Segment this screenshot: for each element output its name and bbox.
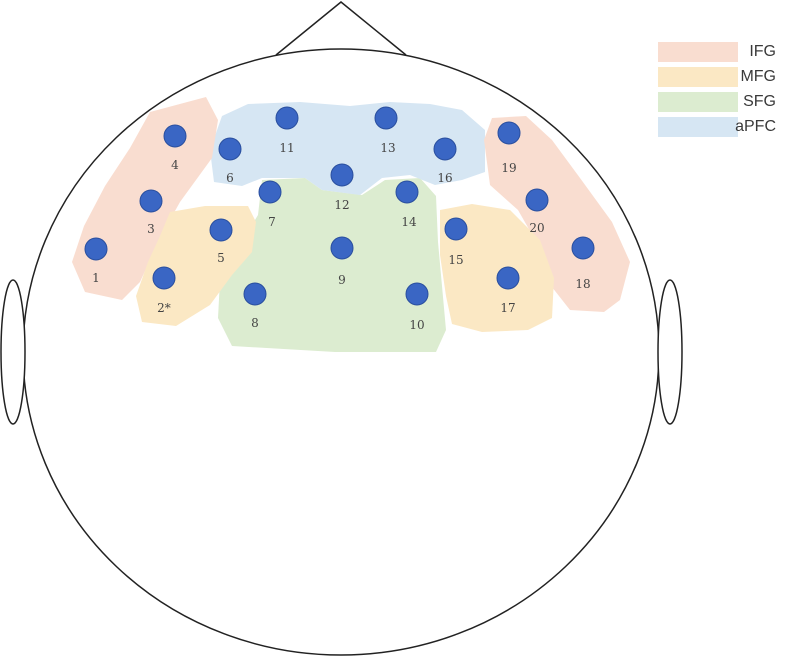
channel-16-label: 16 xyxy=(437,171,452,185)
channel-19-label: 19 xyxy=(501,161,516,175)
channel-3-label: 3 xyxy=(147,222,155,236)
channel-2-dot xyxy=(152,266,176,290)
channel-17-dot xyxy=(496,266,520,290)
channel-13-dot xyxy=(374,106,398,130)
channel-1-dot xyxy=(84,237,108,261)
channel-3-dot xyxy=(139,189,163,213)
legend-swatch-apfc xyxy=(658,117,738,137)
channel-13-label: 13 xyxy=(380,141,395,155)
legend-swatch-ifg xyxy=(658,42,738,62)
sfg-region xyxy=(218,178,446,352)
channel-10-label: 10 xyxy=(409,318,424,332)
channel-11-label: 11 xyxy=(279,141,294,155)
channel-4-dot xyxy=(163,124,187,148)
legend-label-apfc: aPFC xyxy=(735,118,776,135)
channel-14-dot xyxy=(395,180,419,204)
legend-label-mfg: MFG xyxy=(740,68,776,85)
left-ear xyxy=(0,279,26,425)
channel-7-dot xyxy=(258,180,282,204)
channel-11-dot xyxy=(275,106,299,130)
channel-1-label: 1 xyxy=(92,271,100,285)
channel-6-label: 6 xyxy=(226,171,234,185)
channel-12-label: 12 xyxy=(334,198,349,212)
channel-10-dot xyxy=(405,282,429,306)
channel-20-dot xyxy=(525,188,549,212)
channel-18-label: 18 xyxy=(575,277,590,291)
legend-label-ifg: IFG xyxy=(749,43,776,60)
legend-swatch-sfg xyxy=(658,92,738,112)
channel-18-dot xyxy=(571,236,595,260)
channel-16-dot xyxy=(433,137,457,161)
channel-17-label: 17 xyxy=(500,301,515,315)
channel-7-label: 7 xyxy=(268,215,276,229)
nose-outline xyxy=(275,1,407,56)
mfg-right-region xyxy=(440,204,554,332)
ifg-right-region xyxy=(484,116,630,312)
channel-20-label: 20 xyxy=(529,221,544,235)
channel-9-dot xyxy=(330,236,354,260)
channel-5-dot xyxy=(209,218,233,242)
legend-label-sfg: SFG xyxy=(743,93,776,110)
channel-8-dot xyxy=(243,282,267,306)
channel-layer: 1 2* 3 4 5 6 7 8 9 10 11 12 13 14 15 16 17 18 19 20 xyxy=(84,106,595,332)
channel-12-dot xyxy=(330,163,354,187)
channel-2-label: 2* xyxy=(157,301,171,315)
channel-14-label: 14 xyxy=(401,215,417,229)
channel-6-dot xyxy=(218,137,242,161)
legend-swatch-mfg xyxy=(658,67,738,87)
channel-5-label: 5 xyxy=(217,251,225,265)
channel-9-label: 9 xyxy=(338,273,346,287)
channel-4-label: 4 xyxy=(171,158,179,172)
channel-15-dot xyxy=(444,217,468,241)
channel-8-label: 8 xyxy=(251,316,259,330)
channel-15-label: 15 xyxy=(448,253,463,267)
channel-19-dot xyxy=(497,121,521,145)
right-ear xyxy=(657,279,683,425)
